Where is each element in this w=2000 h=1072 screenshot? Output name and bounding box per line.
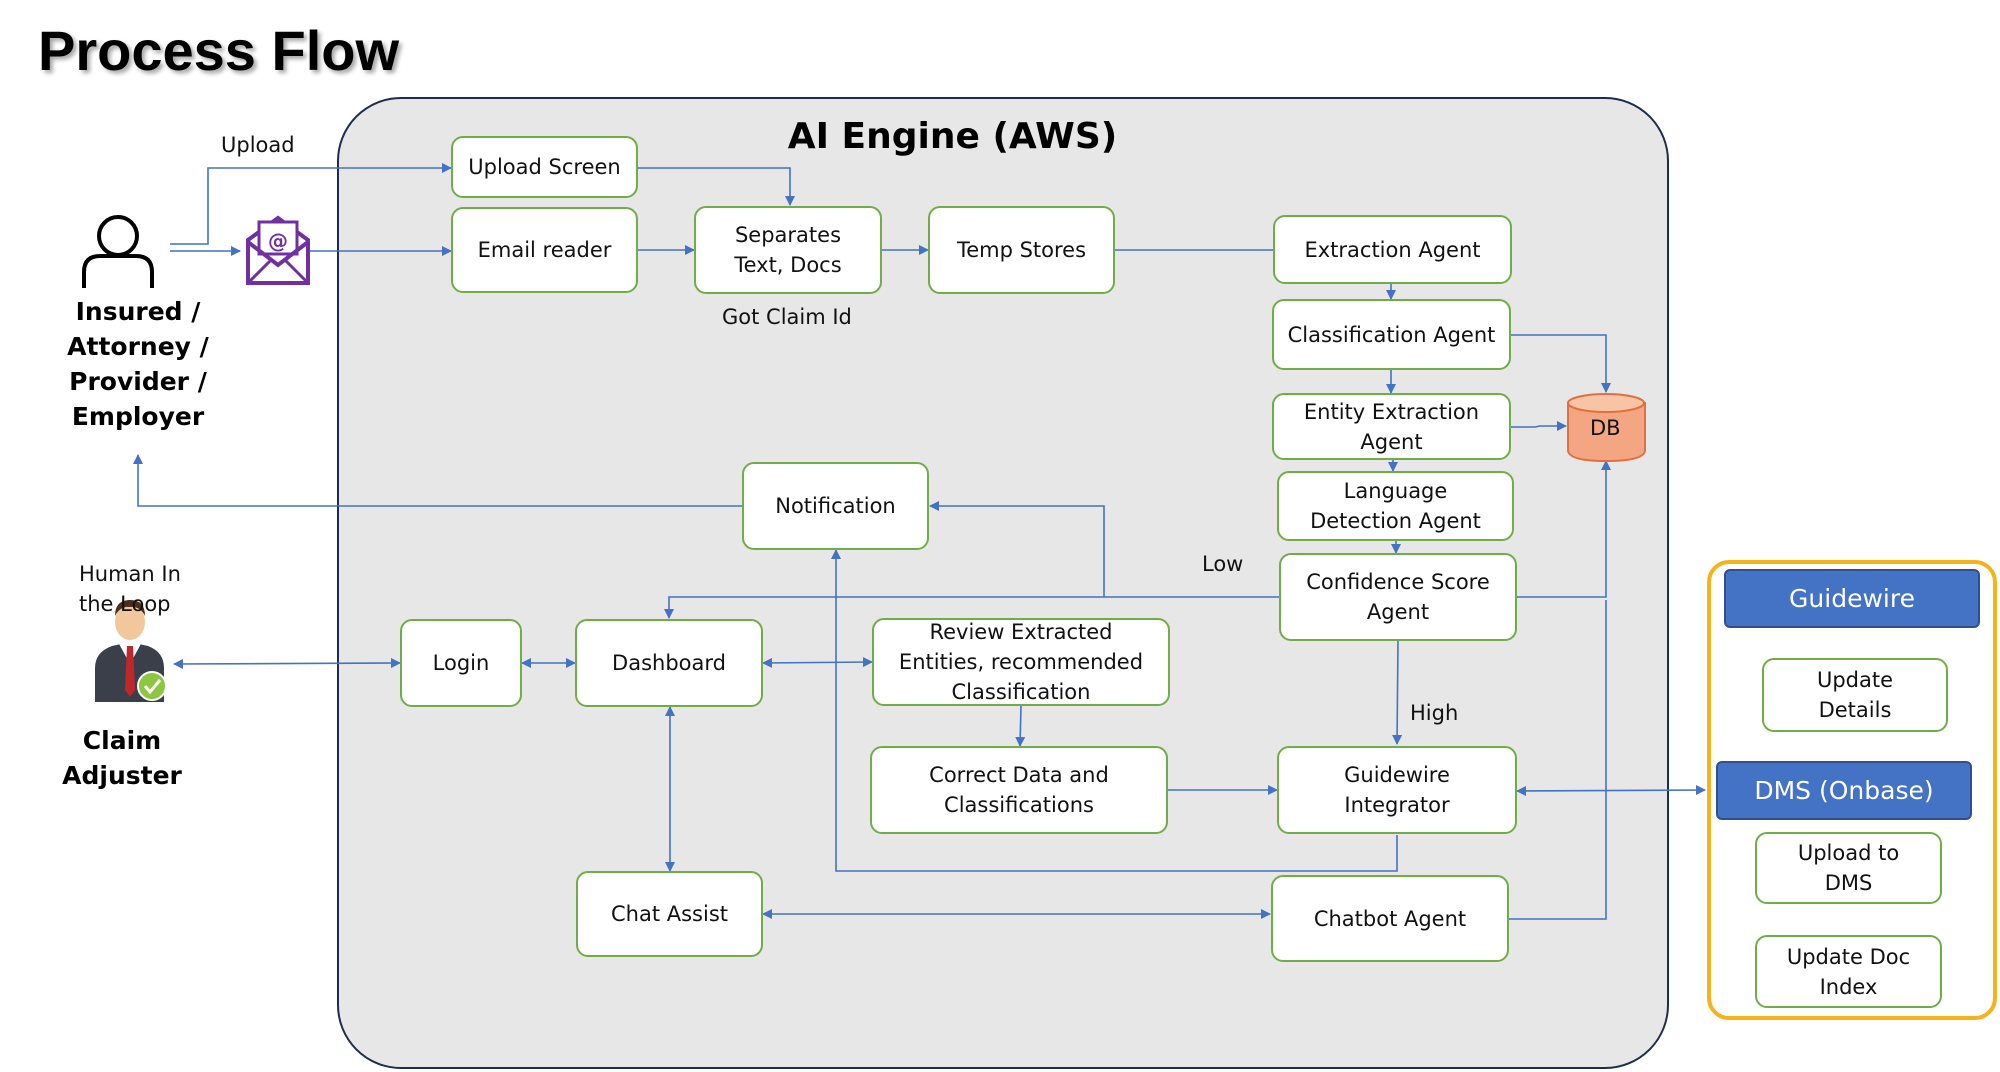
page-title: Process Flow: [38, 19, 400, 82]
edge-upload-separates: [638, 167, 795, 206]
language-detection-agent-node: Language Detection Agent: [1277, 471, 1514, 541]
edge-person-upload: [170, 163, 452, 245]
edge-chatbot-db: [1508, 600, 1607, 920]
chat-assist-node: Chat Assist: [576, 871, 763, 957]
chatbot-agent-node: Chatbot Agent: [1271, 875, 1509, 962]
update-details-node: Update Details: [1762, 658, 1948, 732]
upload-to-dms-node: Upload to DMS: [1755, 832, 1942, 904]
edge-classification-db: [1511, 334, 1611, 393]
update-doc-index-node: Update Doc Index: [1755, 935, 1942, 1008]
edge-integrator-panel: [1516, 785, 1706, 796]
external-actor-label: Insured / Attorney / Provider / Employer: [67, 297, 209, 431]
edge-review-correct: [1015, 705, 1026, 747]
edge-entity-db: [1511, 421, 1567, 431]
dms-onbase-header: DMS (Onbase): [1716, 761, 1972, 820]
notification-node: Notification: [742, 462, 929, 550]
edge-confidence-db: [1516, 460, 1611, 598]
separates-node: Separates Text, Docs: [694, 206, 882, 294]
database-icon: [1567, 393, 1646, 463]
edge-adjuster-login: [173, 658, 401, 669]
edge-notification-person: [133, 454, 742, 507]
extraction-agent-node: Extraction Agent: [1273, 215, 1512, 284]
guidewire-header: Guidewire: [1724, 569, 1980, 628]
hitl-label: Human In the Loop: [79, 562, 181, 616]
edge-high-integrator: [1392, 640, 1403, 745]
svg-text:@: @: [268, 229, 288, 253]
person-icon: [82, 215, 154, 288]
correct-data-node: Correct Data and Classifications: [870, 746, 1168, 834]
dashboard-node: Dashboard: [575, 619, 763, 707]
email-reader-node: Email reader: [451, 207, 638, 293]
review-node: Review Extracted Entities, recommended C…: [872, 618, 1170, 706]
high-branch-label: High: [1410, 701, 1459, 725]
upload-screen-node: Upload Screen: [451, 136, 638, 198]
entity-extraction-agent-node: Entity Extraction Agent: [1272, 393, 1511, 460]
guidewire-integrator-node: Guidewire Integrator: [1277, 746, 1517, 834]
low-branch-label: Low: [1202, 552, 1244, 576]
claim-adjuster-icon: [95, 600, 167, 702]
claim-adjuster-label: Claim Adjuster: [62, 726, 182, 790]
ai-engine-title: AI Engine (AWS): [787, 116, 1118, 157]
confidence-score-agent-node: Confidence Score Agent: [1279, 553, 1517, 641]
classification-agent-node: Classification Agent: [1272, 299, 1511, 370]
edge-low-dashboard: [664, 596, 1280, 619]
upload-edge-label: Upload: [221, 133, 295, 157]
got-claim-id-label: Got Claim Id: [722, 305, 852, 329]
edge-low-notification: [929, 501, 1105, 597]
login-node: Login: [400, 619, 522, 707]
temp-stores-node: Temp Stores: [928, 206, 1115, 294]
db-label: DB: [1590, 416, 1621, 440]
email-icon: @: [246, 215, 310, 285]
edge-dashboard-review: [762, 657, 873, 668]
edge-integrator-notification: [831, 549, 1398, 872]
